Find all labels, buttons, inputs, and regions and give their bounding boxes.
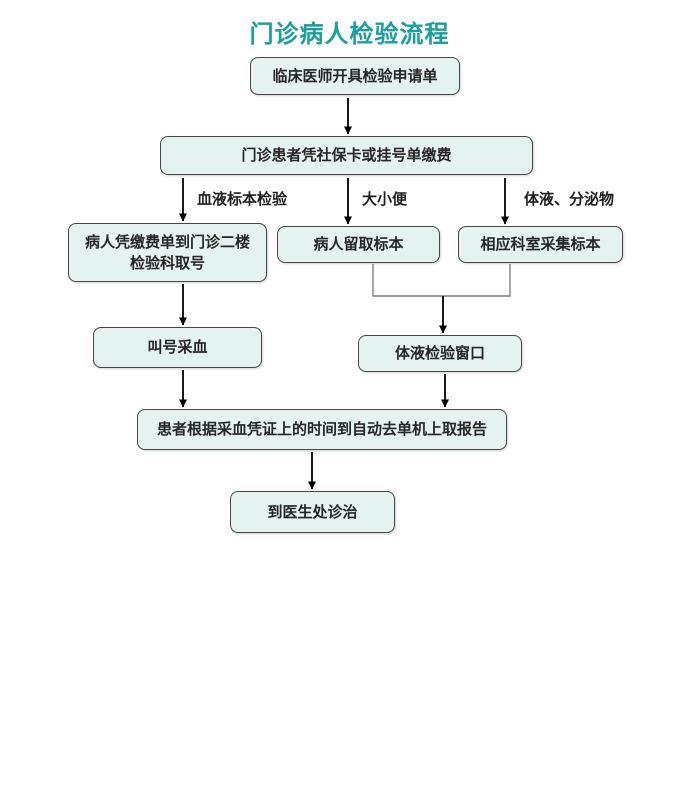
node-payment: 门诊患者凭社保卡或挂号单缴费 bbox=[160, 136, 533, 175]
node-fluid-test-window: 体液检验窗口 bbox=[358, 335, 522, 372]
node-leave-specimen: 病人留取标本 bbox=[277, 226, 440, 263]
node-call-blood-draw: 叫号采血 bbox=[93, 327, 262, 368]
node-dept-collect-specimen: 相应科室采集标本 bbox=[458, 226, 623, 263]
edge-label-stool-urine: 大小便 bbox=[362, 190, 408, 208]
node-see-doctor: 到医生处诊治 bbox=[230, 491, 395, 533]
edge-label-blood-specimen: 血液标本检验 bbox=[197, 190, 288, 208]
page-title: 门诊病人检验流程 bbox=[249, 20, 450, 48]
node-get-number: 病人凭缴费单到门诊二楼 检验科取号 bbox=[68, 223, 267, 282]
node-clinician-order: 临床医师开具检验申请单 bbox=[250, 57, 460, 95]
node-get-report: 患者根据采血凭证上的时间到自动去单机上取报告 bbox=[137, 409, 507, 450]
edge-label-body-fluid: 体液、分泌物 bbox=[524, 190, 615, 208]
merge-bracket bbox=[372, 264, 511, 297]
